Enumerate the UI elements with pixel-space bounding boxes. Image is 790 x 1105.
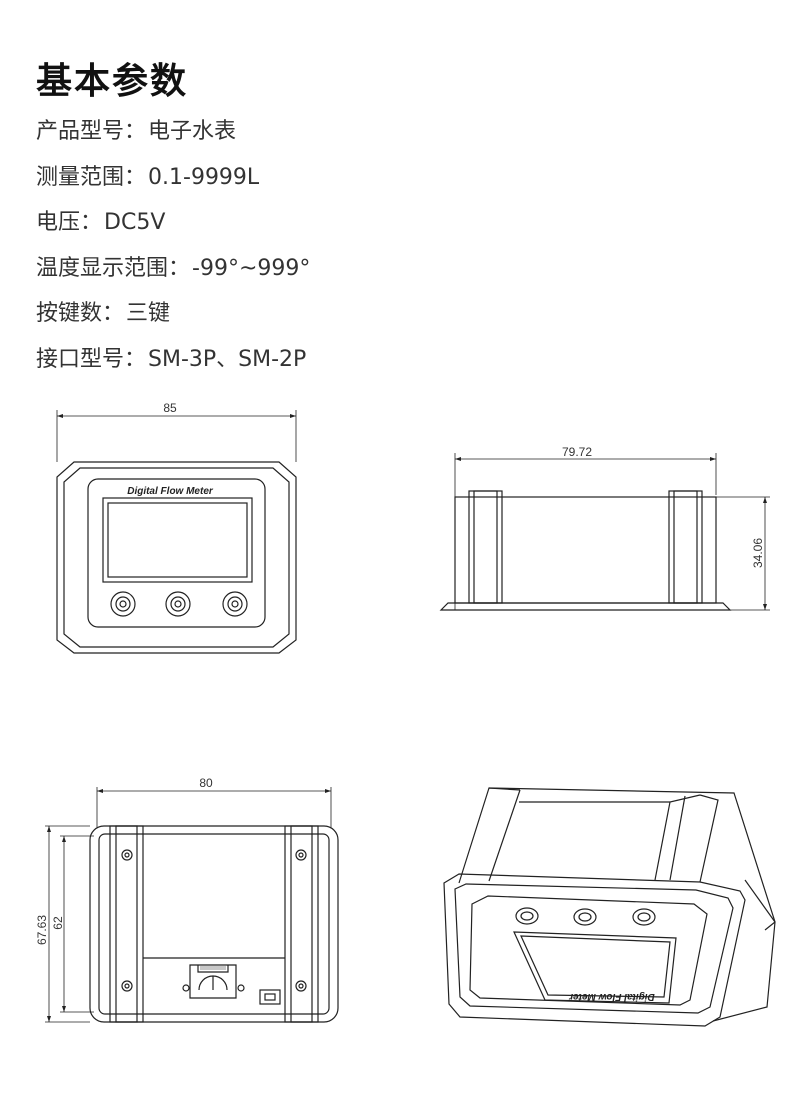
front-width-label: 85 [163,401,177,415]
back-view: 80 67.63 62 [35,776,339,1023]
spec-row-range: 测量范围：0.1-9999L [36,159,259,191]
iso-button-1 [515,907,539,925]
spec-label: 测量范围： [36,165,147,190]
front-button-right [222,591,248,617]
spec-label: 产品型号： [36,119,147,144]
spec-row-temperature: 温度显示范围：-99°~999° [36,250,310,282]
iso-button-3 [632,908,656,926]
isometric-view: Digital Flow Meter [443,787,776,1027]
front-button-left [110,591,136,617]
spec-value: -99°~999° [192,256,311,281]
spec-row-model: 产品型号：电子水表 [36,113,236,145]
spec-value: 0.1-9999L [148,165,260,190]
spec-label: 温度显示范围： [36,256,191,281]
spec-value: 电子水表 [148,119,237,144]
spec-label: 电压： [36,210,103,235]
back-height-inner-label: 62 [51,916,65,930]
iso-button-2 [573,908,597,926]
spec-row-interface: 接口型号：SM-3P、SM-2P [36,341,306,373]
back-width-label: 80 [199,776,213,790]
back-height-outer-label: 67.63 [35,915,49,945]
page-title: 基本参数 [36,61,189,102]
front-view: 85 Digital Flow Meter [56,401,297,654]
iso-logo-text: Digital Flow Meter [568,991,655,1002]
spec-label: 按键数： [36,301,125,326]
spec-value: SM-3P、SM-2P [148,347,307,372]
side-height-label: 34.06 [751,538,765,568]
front-button-middle [165,591,191,617]
spec-label: 接口型号： [36,347,147,372]
spec-value: 三键 [126,301,171,326]
spec-row-voltage: 电压：DC5V [36,204,165,236]
side-width-label: 79.72 [562,445,592,459]
spec-row-buttons: 按键数：三键 [36,295,170,327]
side-view: 79.72 34.06 [439,445,770,611]
spec-value: DC5V [104,210,166,235]
front-logo-text: Digital Flow Meter [127,486,214,497]
